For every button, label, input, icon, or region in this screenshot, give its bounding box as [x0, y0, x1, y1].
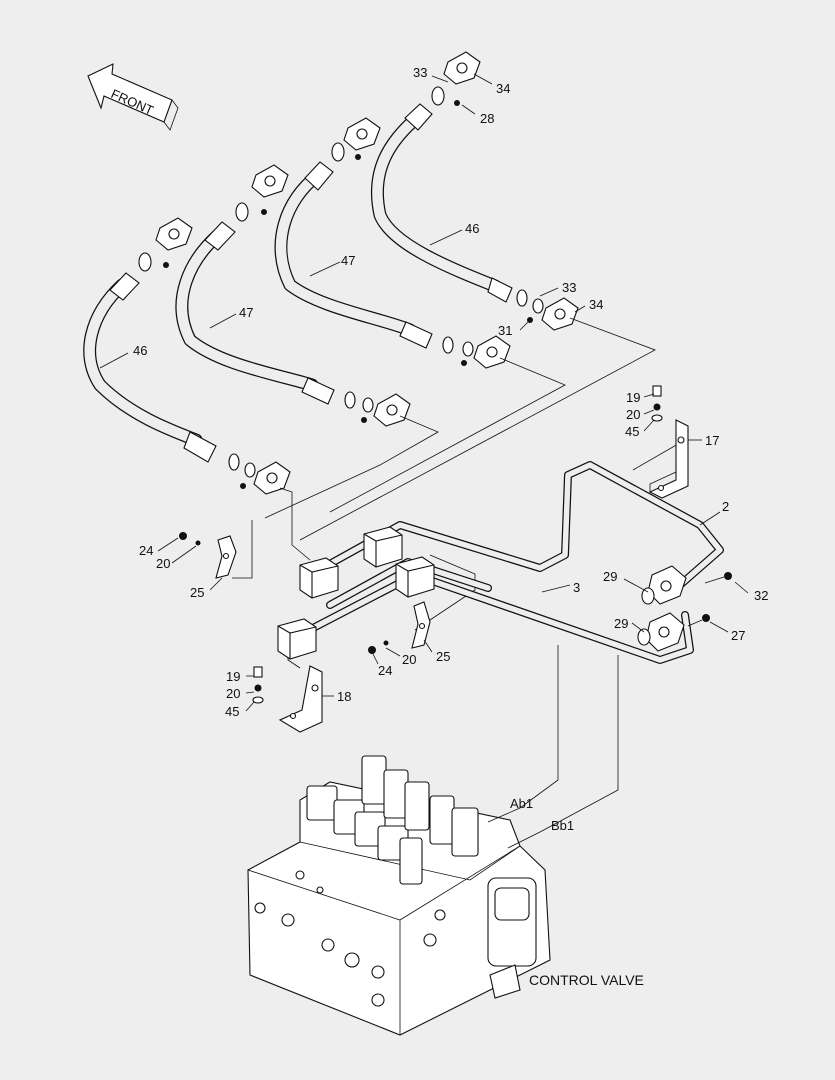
- pipe-3: [286, 571, 694, 664]
- callout-17: 17: [705, 433, 719, 448]
- bolt-32: [704, 572, 732, 584]
- clamp-25-left: [179, 532, 237, 579]
- hose-46-right: [370, 86, 544, 314]
- callout-19-right: 19: [626, 390, 640, 405]
- callout-20-left: 20: [156, 556, 170, 571]
- callout-33-mid: 33: [562, 280, 576, 295]
- callout-19-left: 19: [226, 669, 240, 684]
- callout-29-upper: 29: [603, 569, 617, 584]
- flange-lower-2: [473, 335, 511, 369]
- callout-labels: 33 34 28 46 47 47 46 33 34 31 19 20 45 1…: [133, 65, 768, 988]
- callout-20-right: 20: [626, 407, 640, 422]
- callout-18: 18: [337, 689, 351, 704]
- callout-32: 32: [754, 588, 768, 603]
- bolt-27: [687, 614, 710, 627]
- callout-29-lower: 29: [614, 616, 628, 631]
- flange-29-lower: [637, 612, 685, 652]
- pipe-end-blocks: [277, 526, 435, 660]
- callout-47-left: 47: [239, 305, 253, 320]
- control-valve: [247, 755, 551, 1036]
- callout-33-top: 33: [413, 65, 427, 80]
- callout-45-left: 45: [225, 704, 239, 719]
- port-ab1: Ab1: [510, 796, 533, 811]
- flange-upper-3: [251, 164, 289, 198]
- callout-20-lower: 20: [226, 686, 240, 701]
- callout-27: 27: [731, 628, 745, 643]
- callout-leaders: [99, 73, 749, 712]
- clamp-25-center: [368, 601, 431, 654]
- port-leaders: [487, 645, 619, 849]
- callout-20-center: 20: [402, 652, 416, 667]
- callout-3: 3: [573, 580, 580, 595]
- callout-47-right: 47: [341, 253, 355, 268]
- callout-28: 28: [480, 111, 494, 126]
- port-bb1: Bb1: [551, 818, 574, 833]
- flange-lower-3: [373, 393, 411, 427]
- callout-31: 31: [498, 323, 512, 338]
- flange-34-top: [443, 51, 481, 85]
- callout-34-mid: 34: [589, 297, 603, 312]
- flange-upper-4: [155, 217, 193, 251]
- callout-24-left: 24: [139, 543, 153, 558]
- front-arrow-icon: FRONT: [87, 63, 179, 131]
- bracket-17: [648, 385, 689, 499]
- control-valve-caption: CONTROL VALVE: [529, 972, 644, 988]
- bolts: [163, 100, 533, 489]
- hose-46-left: [83, 252, 256, 478]
- callout-25-left: 25: [190, 585, 204, 600]
- callout-45-right: 45: [625, 424, 639, 439]
- callout-34-top: 34: [496, 81, 510, 96]
- flange-upper-2: [343, 117, 381, 151]
- callout-46-right: 46: [465, 221, 479, 236]
- hose-47-right: [274, 142, 474, 357]
- callout-25-center: 25: [436, 649, 450, 664]
- callout-2: 2: [722, 499, 729, 514]
- flange-34-mid: [541, 297, 579, 331]
- routing-lines: [232, 317, 686, 669]
- hose-47-left: [175, 202, 374, 413]
- flange-lower-4: [253, 461, 291, 495]
- flange-29-upper: [641, 565, 687, 605]
- callout-46-left: 46: [133, 343, 147, 358]
- bracket-18: [252, 665, 323, 733]
- callout-24-center: 24: [378, 663, 392, 678]
